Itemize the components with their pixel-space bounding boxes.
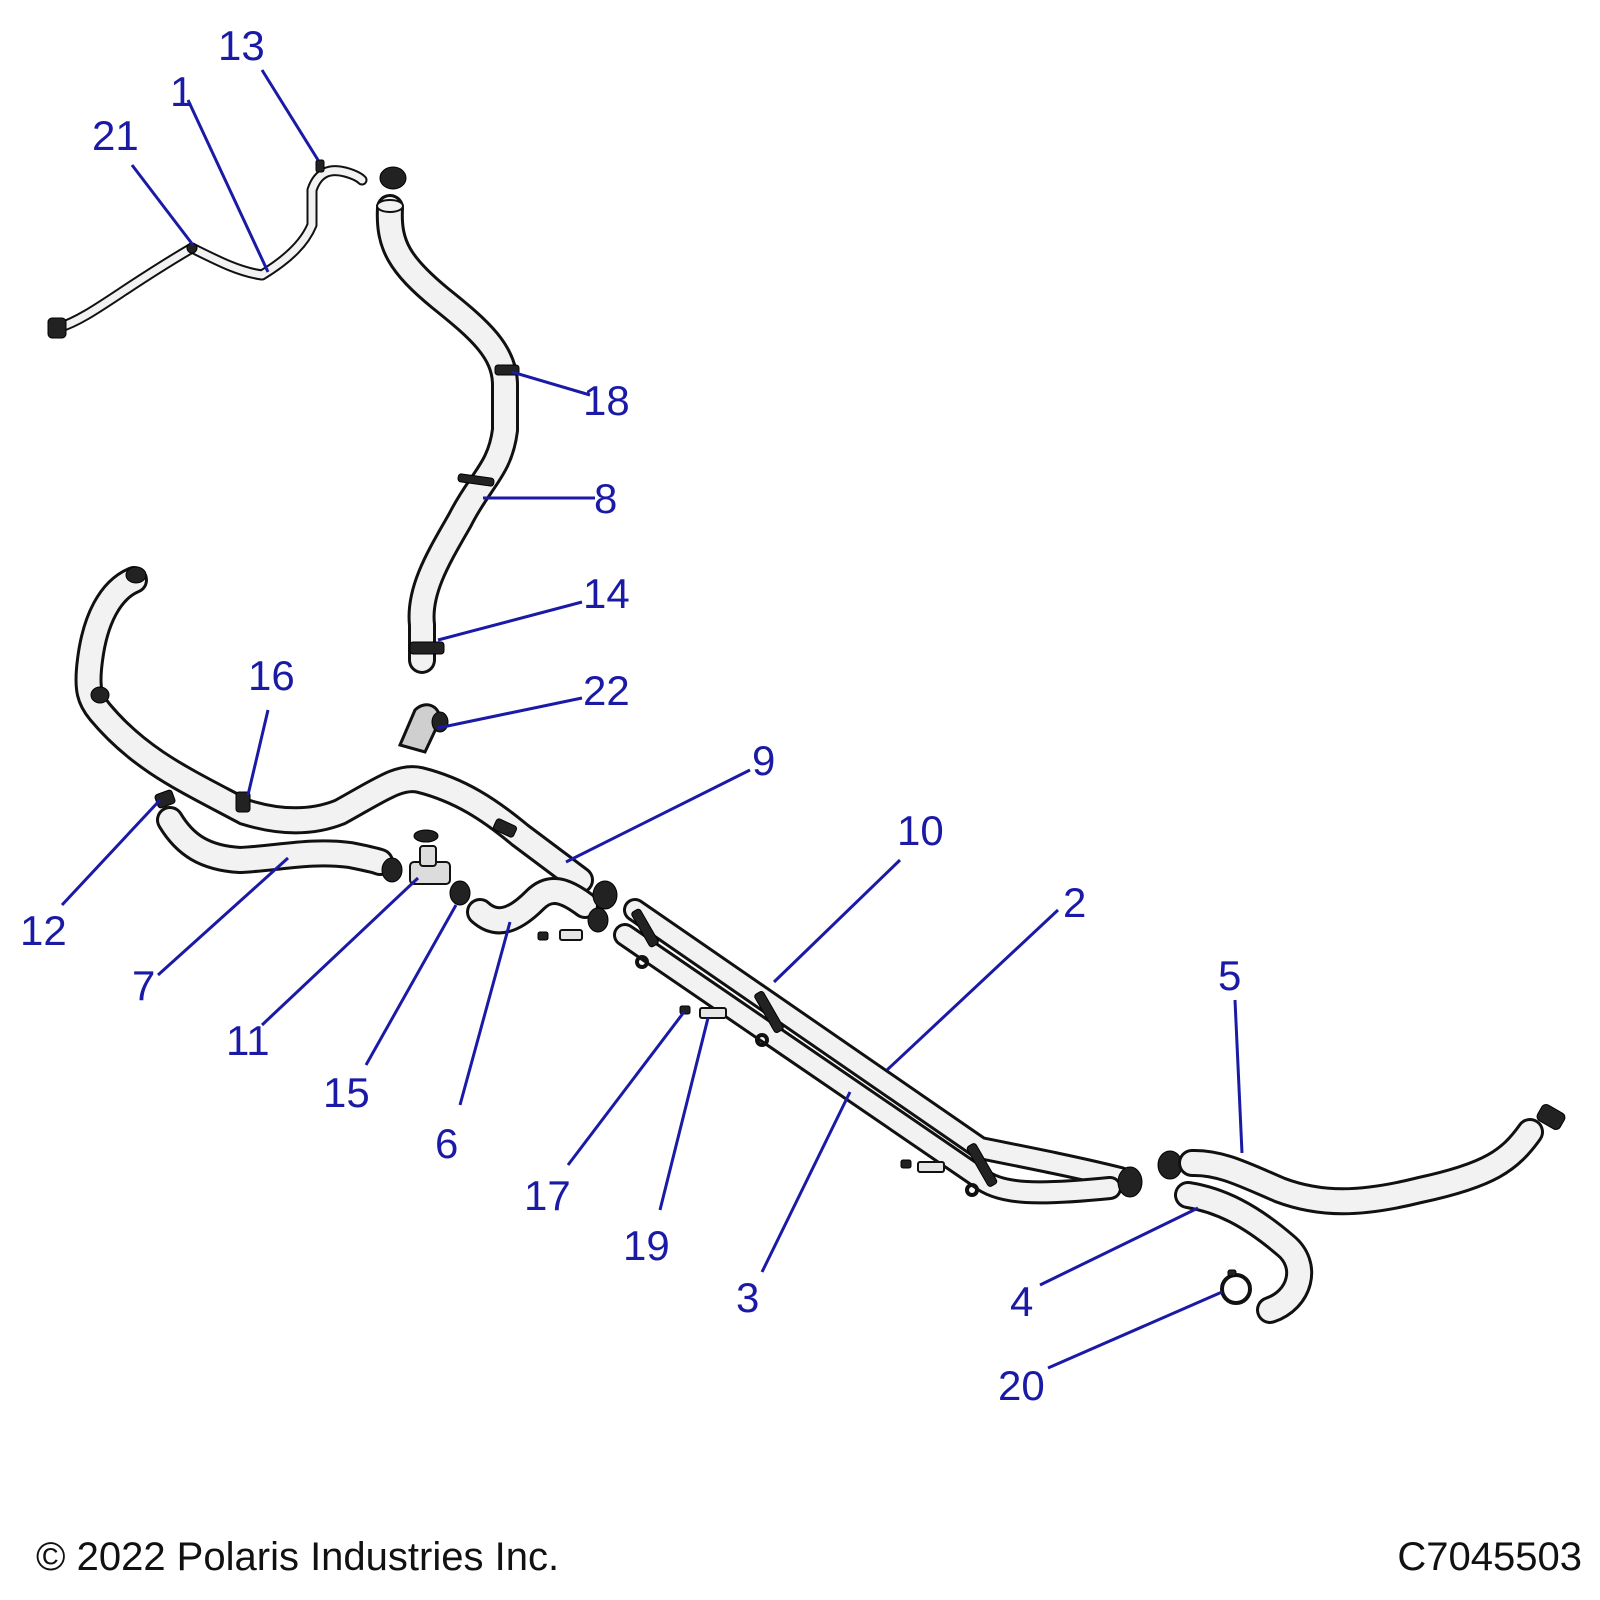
fitting-22 [397, 703, 449, 754]
connector-clamps-right [1117, 1150, 1183, 1198]
connector-clamps-mid [587, 880, 618, 933]
callout-10: 10 [897, 807, 944, 854]
callout-5: 5 [1218, 952, 1241, 999]
fitting-12 [154, 789, 176, 809]
hose-16-assembly [74, 566, 594, 894]
callout-15: 15 [323, 1069, 370, 1116]
callout-1: 1 [170, 68, 193, 115]
hose-4 [1174, 1181, 1314, 1324]
callout-9: 9 [752, 737, 775, 784]
hose-8 [375, 194, 520, 674]
hose-1 [47, 165, 368, 339]
leader-lines [60, 69, 1244, 1370]
callout-16: 16 [248, 652, 295, 699]
callout-labels: 13 1 21 18 8 14 16 22 9 10 2 5 12 7 11 1… [20, 22, 1241, 1409]
callout-17: 17 [524, 1172, 571, 1219]
callout-12: 12 [20, 907, 67, 954]
hose-5 [1178, 1104, 1566, 1216]
callout-7: 7 [132, 962, 155, 1009]
callout-3: 3 [736, 1274, 759, 1321]
hose-7 [156, 806, 394, 876]
callout-22: 22 [583, 667, 630, 714]
drawing-number: C7045503 [1397, 1535, 1582, 1579]
callout-11: 11 [226, 1017, 270, 1064]
clamp-13 [315, 159, 325, 173]
pipe-3 [613, 923, 1122, 1205]
pipe-2 [623, 898, 1132, 1190]
callout-4: 4 [1010, 1278, 1033, 1325]
tee-11 [381, 829, 471, 906]
hose-6 [466, 877, 599, 935]
callout-13: 13 [218, 22, 265, 69]
callout-18: 18 [583, 377, 630, 424]
bolt-group-upper [537, 929, 583, 941]
callout-19: 19 [623, 1222, 670, 1269]
callout-2: 2 [1063, 879, 1086, 926]
callout-8: 8 [594, 475, 617, 522]
callout-20: 20 [998, 1362, 1045, 1409]
callout-6: 6 [435, 1120, 458, 1167]
fitting-top [379, 166, 407, 190]
copyright-notice: © 2022 Polaris Industries Inc. [36, 1535, 560, 1579]
clamp-20 [1220, 1269, 1252, 1305]
pipe-brackets [631, 908, 998, 1197]
callout-14: 14 [583, 570, 630, 617]
callout-21: 21 [92, 112, 139, 159]
